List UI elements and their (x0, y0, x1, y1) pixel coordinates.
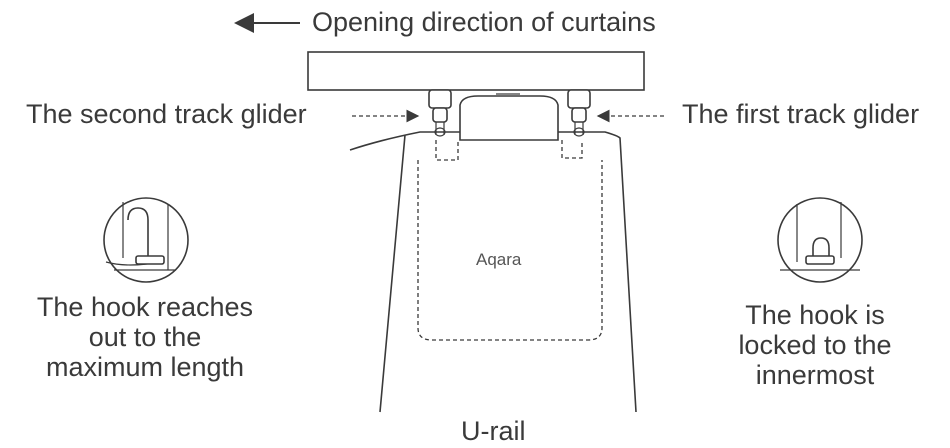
hook-max-line-1: The hook reaches (36, 292, 254, 322)
hook-locked-detail (777, 197, 863, 283)
hook-max-line-2: out to the (88, 322, 202, 352)
motor-body (459, 95, 559, 141)
first-track-glider (561, 89, 591, 159)
motor-outline-dashed (417, 160, 603, 341)
hook-max-line-3: maximum length (45, 352, 245, 382)
rail (307, 51, 645, 91)
second-glider-label: The second track glider (26, 99, 307, 129)
hook-locked-line-2: locked to the (738, 330, 892, 360)
hook-max-length-detail (103, 197, 189, 283)
opening-direction-label: Opening direction of curtains (312, 7, 656, 37)
first-glider-label: The first track glider (682, 99, 920, 129)
hook-max-caption: The hook reaches out to the maximum leng… (20, 292, 270, 382)
second-track-glider (428, 89, 459, 161)
hook-locked-line-3: innermost (755, 360, 875, 390)
u-rail-label: U-rail (461, 416, 526, 446)
brand-logo: Aqara (476, 250, 522, 269)
hook-locked-line-1: The hook is (745, 300, 885, 330)
hook-locked-caption: The hook is locked to the innermost (710, 300, 920, 390)
curtain (349, 131, 637, 413)
